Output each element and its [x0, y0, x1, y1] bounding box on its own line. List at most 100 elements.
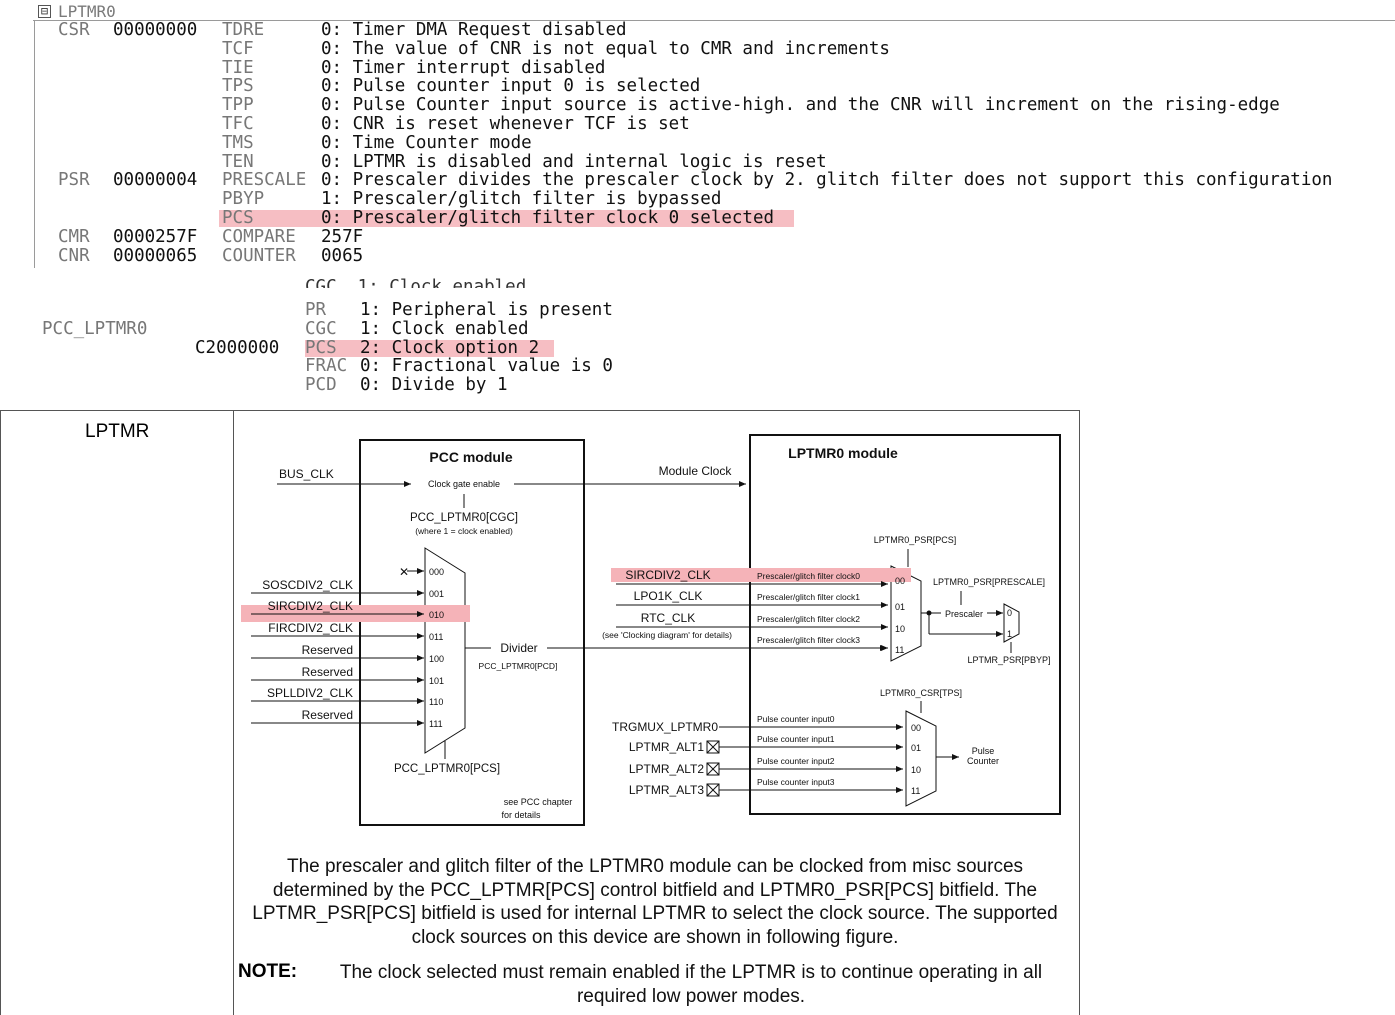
register-group-title[interactable]: LPTMR0: [58, 2, 116, 21]
lptmr-clock-source-label: RTC_CLK: [641, 611, 695, 625]
pulse-input-label: Pulse counter input1: [757, 734, 835, 744]
pulse-source-label: LPTMR_ALT3: [629, 783, 704, 797]
pcc-module-title: PCC module: [429, 449, 512, 465]
register-name: PCC_LPTMR0: [42, 319, 148, 339]
field-description: 1: Prescaler/glitch filter is bypassed: [321, 189, 722, 210]
arrowhead: [417, 611, 424, 617]
field-description: 1: Clock enabled: [360, 318, 529, 339]
arrowhead: [417, 698, 424, 704]
field-description: 1: Peripheral is present: [360, 300, 613, 320]
pcc-field-row[interactable]: PR 1: Peripheral is present: [0, 301, 700, 320]
cgc-label: PCC_LPTMR0[CGC]: [410, 512, 518, 524]
pcc-clock-source-label: SPLLDIV2_CLK: [267, 686, 353, 700]
cgc-note: (where 1 = clock enabled): [415, 526, 513, 536]
field-name: PR: [305, 300, 327, 320]
field-description: 2: Clock option 2: [360, 337, 540, 358]
pcc-mux-code: 000: [429, 567, 444, 577]
field-name: PRESCALE: [222, 170, 307, 191]
arrowhead: [417, 568, 424, 574]
module-clock-label: Module Clock: [659, 464, 733, 478]
pcc-register-row[interactable]: PCC_LPTMR0 C2000000: [42, 301, 279, 358]
field-description: 0065: [321, 245, 364, 266]
pcc-field-row[interactable]: CGC 1: Clock enabled: [0, 318, 700, 339]
pcc-clock-source-label: SOSCDIV2_CLK: [262, 578, 353, 592]
field-name: PCD: [305, 375, 337, 396]
table-column-divider: [233, 411, 234, 1015]
psr-pcs-label: LPTMR0_PSR[PCS]: [874, 535, 957, 545]
register-value: 00000004: [113, 170, 198, 191]
see-pcc-note: see PCC chapter: [504, 797, 573, 807]
arrowhead: [417, 655, 424, 661]
arrowhead: [881, 602, 888, 608]
arrowhead: [896, 744, 903, 750]
prescaler-box: [941, 605, 987, 621]
pcc-mux-code: 101: [429, 676, 444, 686]
pulse-mux-code: 10: [911, 765, 921, 775]
pcc-module-box: [359, 439, 585, 826]
field-name: TMS: [222, 132, 254, 153]
prescaler-mux-code: 00: [895, 576, 905, 586]
field-name: TCF: [222, 38, 254, 59]
arrowhead: [952, 754, 959, 760]
field-description: 0: CNR is reset whenever TCF is set: [321, 114, 690, 134]
field-name: CGC: [305, 318, 337, 339]
bus-clk-label: BUS_CLK: [279, 467, 334, 481]
register-value: C2000000: [195, 338, 280, 358]
arrowhead: [417, 590, 424, 596]
pcd-label: PCC_LPTMR0[PCD]: [479, 661, 558, 671]
pulse-mux-code: 01: [911, 743, 921, 753]
field-name: TIE: [222, 57, 254, 78]
clock-gate-box: [413, 473, 514, 494]
pulse-input-label: Pulse counter input0: [757, 714, 835, 724]
register-name: CMR: [58, 226, 90, 247]
field-name: TPP: [222, 95, 254, 116]
register-field-row[interactable]: PBYP 1: Prescaler/glitch filter is bypass…: [0, 190, 1395, 209]
field-description: 0: Divide by 1: [360, 375, 508, 396]
pulse-mux-code: 11: [911, 786, 920, 796]
pulse-mux-code: 00: [911, 723, 921, 733]
clipped-field-row: CGC 1: Clock enabled: [305, 278, 527, 288]
arrowhead: [417, 677, 424, 683]
pcc-mux-code: 010: [429, 610, 444, 620]
field-name: PCS: [305, 337, 337, 358]
collapse-toggle-icon[interactable]: ⊟: [38, 5, 51, 18]
arrowhead: [881, 645, 888, 651]
field-name: PBYP: [222, 189, 265, 210]
csr-tps-label: LPTMR0_CSR[TPS]: [880, 688, 962, 698]
prescaler-input-label: Prescaler/glitch filter clock1: [757, 592, 860, 602]
register-name: PSR: [58, 170, 90, 191]
pcc-field-row[interactable]: PCS 2: Clock option 2: [0, 337, 700, 358]
external-pin-icon: [706, 783, 720, 797]
pcc-mux-code: 011: [429, 632, 443, 642]
pcc-mux-code: 111: [429, 719, 443, 729]
lptmr0-module-title: LPTMR0 module: [788, 445, 898, 461]
field-description: 0: Prescaler/glitch filter clock 0 selec…: [321, 208, 775, 228]
arrowhead: [417, 633, 424, 639]
lptmr0-module-box: [749, 434, 1061, 815]
field-description: 0: Fractional value is 0: [360, 356, 613, 377]
pcc-field-row[interactable]: FRAC 0: Fractional value is 0: [0, 357, 700, 376]
pcc-field-row[interactable]: PCD 0: Divide by 1: [0, 376, 700, 395]
lptmr-clock-source-label: LPO1K_CLK: [634, 589, 703, 603]
external-pin-icon: [706, 740, 720, 754]
tree-top-rule: [33, 20, 1395, 21]
field-name: FRAC: [305, 356, 348, 377]
bypass-mux-code: 1: [1007, 629, 1012, 639]
arrowhead: [417, 720, 424, 726]
note-text: The clock selected must remain enabled i…: [339, 962, 1043, 1007]
field-name: TPS: [222, 76, 254, 97]
